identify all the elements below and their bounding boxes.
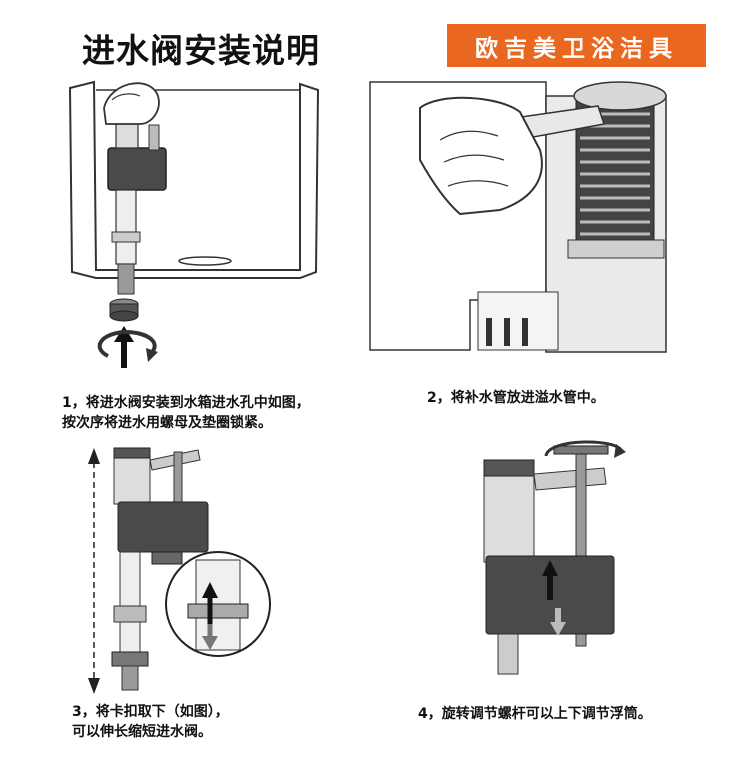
step2-caption: 2，将补水管放进溢水管中。	[427, 388, 727, 408]
page-title: 进水阀安装说明	[82, 24, 320, 72]
step3-line2: 可以伸长缩短进水阀。	[72, 722, 372, 742]
step1-caption: 1，将进水阀安装到水箱进水孔中如图， 按次序将进水用螺母及垫圈锁紧。	[62, 393, 362, 433]
step1-line1: 1，将进水阀安装到水箱进水孔中如图，	[62, 393, 362, 413]
step2-line1: 2，将补水管放进溢水管中。	[427, 388, 727, 408]
step4-line1: 4，旋转调节螺杆可以上下调节浮筒。	[418, 704, 738, 724]
brand-banner: 欧吉美卫浴洁具	[447, 24, 706, 67]
step1-line2: 按次序将进水用螺母及垫圈锁紧。	[62, 413, 362, 433]
step3-caption: 3，将卡扣取下（如图）， 可以伸长缩短进水阀。	[72, 702, 372, 742]
step3-line1: 3，将卡扣取下（如图），	[72, 702, 372, 722]
step4-caption: 4，旋转调节螺杆可以上下调节浮筒。	[418, 704, 738, 724]
